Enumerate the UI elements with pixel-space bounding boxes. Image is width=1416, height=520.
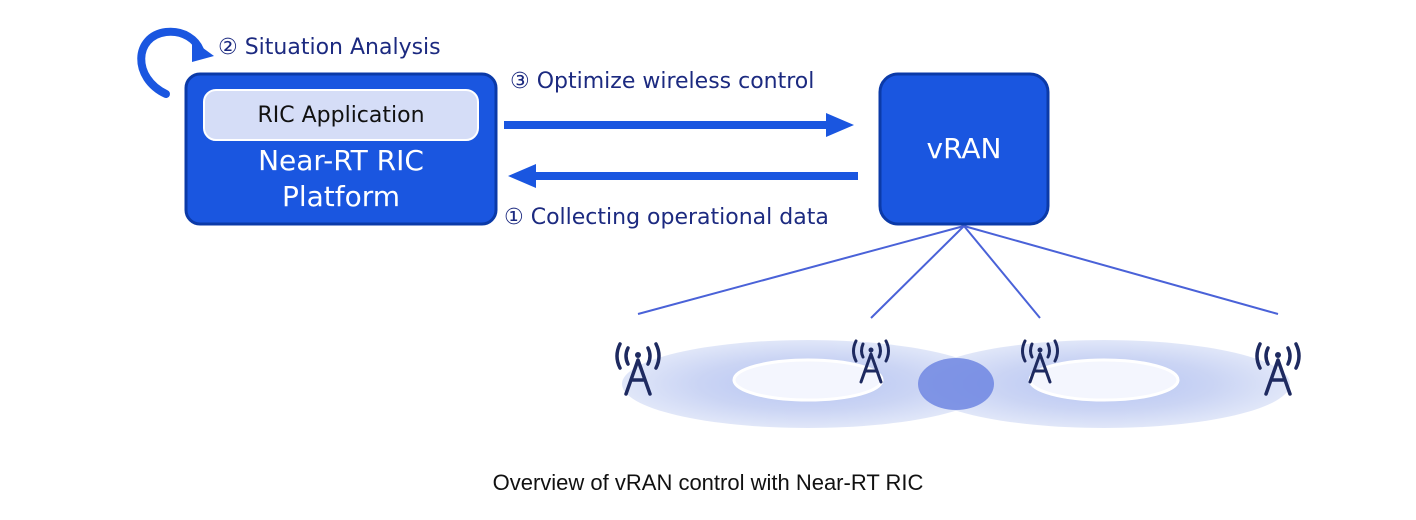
- vran-links: [637, 225, 1279, 319]
- vran-label: vRAN: [927, 132, 1002, 165]
- ric-application-box: [203, 89, 479, 141]
- vran-node: vRAN: [878, 72, 1050, 226]
- figure-caption: Overview of vRAN control with Near-RT RI…: [492, 470, 924, 495]
- coverage-overlap: [918, 358, 994, 410]
- antenna-tower-icon: [852, 339, 890, 384]
- coverage-area: [622, 340, 1290, 428]
- near-rt-ric-platform: RIC Application Near-RT RIC Platform: [184, 72, 498, 226]
- inner-ring-right: [1028, 358, 1180, 402]
- inner-ring-left: [732, 358, 884, 402]
- optimize-control-label: ③ Optimize wireless control: [510, 69, 814, 94]
- antenna-tower-icon: [1255, 342, 1301, 396]
- link-tower-1: [637, 225, 965, 315]
- situation-analysis-label: ② Situation Analysis: [218, 35, 441, 60]
- ric-platform-line1: Near-RT RIC: [258, 144, 424, 177]
- antenna-tower-icon: [1021, 339, 1059, 384]
- link-tower-3: [963, 225, 1041, 319]
- ric-application-label: RIC Application: [257, 103, 424, 128]
- antenna-tower-icon: [615, 342, 661, 396]
- right-arrow-icon: [504, 113, 854, 137]
- link-tower-4: [963, 225, 1279, 315]
- cycle-arrow-icon: [137, 27, 214, 98]
- link-tower-2: [870, 225, 965, 319]
- collecting-data-label: ① Collecting operational data: [504, 205, 829, 230]
- ric-platform-line2: Platform: [282, 180, 400, 213]
- left-arrow-icon: [508, 164, 858, 188]
